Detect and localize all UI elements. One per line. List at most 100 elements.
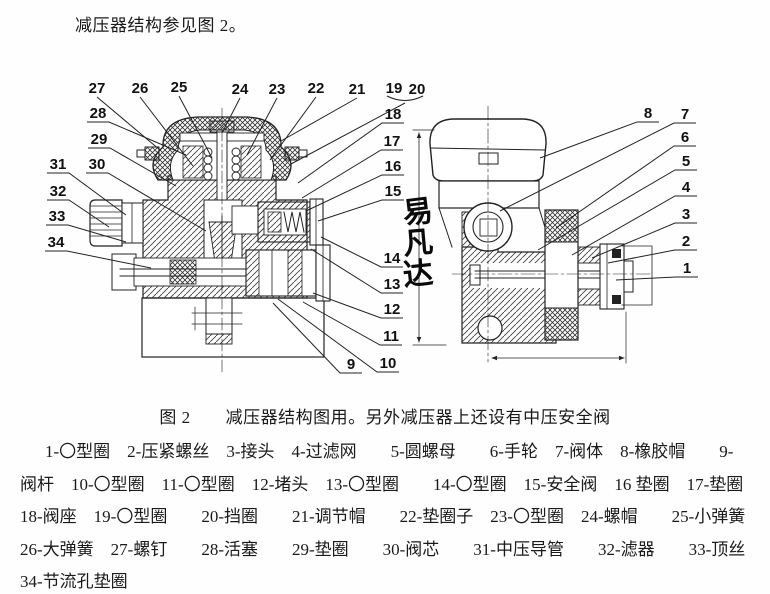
callout-14: 14 bbox=[320, 236, 403, 268]
figure-pressure-reducer-diagram: 易 凡 达 2726252423222119201817161514131211… bbox=[45, 79, 698, 374]
legend-line: 阀杆 10-〇型圈 11-〇型圈 12-堵头 13-〇型圈 14-〇型圈 15-… bbox=[20, 474, 744, 494]
left-ear bbox=[144, 146, 160, 161]
callout-25: 25 bbox=[171, 79, 213, 159]
callout-number: 14 bbox=[384, 250, 401, 267]
callout-number: 1 bbox=[683, 260, 691, 277]
housing-tab bbox=[478, 152, 499, 165]
o-ring-top bbox=[612, 249, 621, 258]
callout-number: 10 bbox=[380, 355, 397, 372]
callout-30: 30 bbox=[86, 156, 207, 232]
callout-number: 25 bbox=[171, 79, 188, 96]
callout-number: 24 bbox=[232, 81, 249, 98]
callout-21: 21 bbox=[280, 81, 366, 142]
callout-number: 21 bbox=[349, 81, 366, 98]
callout-3: 3 bbox=[591, 206, 697, 259]
callout-18: 18 bbox=[297, 106, 404, 184]
callout-number: 19 bbox=[386, 80, 403, 97]
callout-2: 2 bbox=[607, 233, 697, 264]
callout-9: 9 bbox=[272, 302, 362, 374]
throttle-plug bbox=[169, 259, 197, 285]
spring-coils bbox=[203, 147, 241, 181]
callout-number: 13 bbox=[384, 276, 401, 293]
callout-number: 30 bbox=[89, 156, 106, 173]
knurled-connector bbox=[89, 199, 123, 247]
callout-number: 12 bbox=[384, 301, 401, 318]
callout-13: 13 bbox=[310, 248, 403, 294]
callout-number: 8 bbox=[644, 105, 652, 122]
callout-number: 7 bbox=[681, 106, 689, 123]
callout-number: 9 bbox=[347, 356, 355, 373]
callout-number: 11 bbox=[383, 328, 399, 345]
callout-34: 34 bbox=[45, 234, 152, 269]
callout-number: 34 bbox=[48, 234, 65, 251]
callout-7: 7 bbox=[499, 106, 696, 212]
callout-number: 26 bbox=[132, 80, 149, 97]
callout-number: 32 bbox=[50, 183, 67, 200]
callout-number: 17 bbox=[384, 133, 401, 150]
bottom-stem bbox=[205, 297, 233, 335]
callout-6: 6 bbox=[555, 129, 696, 229]
callout-number: 29 bbox=[91, 131, 108, 148]
legend-line: 34-节流孔垫圈 bbox=[20, 572, 128, 591]
callout-number: 22 bbox=[308, 80, 325, 97]
callout-number: 28 bbox=[90, 105, 107, 122]
callout-number: 3 bbox=[682, 206, 690, 223]
safety-valve-seat bbox=[231, 205, 259, 235]
callout-28: 28 bbox=[87, 105, 187, 156]
callout-27: 27 bbox=[89, 80, 161, 151]
o-ring-bottom bbox=[612, 295, 621, 304]
callout-20: 20 bbox=[409, 81, 426, 98]
callout-number: 4 bbox=[682, 179, 691, 196]
callout-31: 31 bbox=[47, 156, 127, 216]
callout-32: 32 bbox=[47, 183, 110, 228]
callout-5: 5 bbox=[537, 153, 697, 251]
stack-nut-bottom bbox=[577, 288, 601, 306]
callout-number: 18 bbox=[385, 106, 402, 123]
callout-number: 15 bbox=[385, 183, 402, 200]
inner-block-left bbox=[182, 145, 204, 179]
callout-number: 16 bbox=[385, 158, 402, 175]
intro-text: 减压器结构参见图 2。 bbox=[75, 16, 247, 35]
callout-16: 16 bbox=[305, 158, 404, 212]
callout-15: 15 bbox=[317, 183, 404, 222]
valve-body-block bbox=[461, 246, 557, 344]
end-piece bbox=[623, 260, 634, 293]
right-ear-screw bbox=[298, 149, 308, 158]
legend-line: 26-大弹簧 27-螺钉 28-活塞 29-垫圈 30-阀芯 31-中压导管 3… bbox=[20, 539, 746, 559]
callout-number: 33 bbox=[49, 208, 66, 225]
right-ear bbox=[284, 146, 300, 161]
callout-number: 5 bbox=[682, 153, 690, 170]
left-view-base bbox=[141, 297, 325, 358]
left-section-view bbox=[89, 107, 331, 373]
legend-line: 18-阀座 19-〇型圈 20-挡圈 21-调节帽 22-垫圈子 23-〇型圈 … bbox=[20, 507, 746, 526]
callout-number: 6 bbox=[681, 129, 689, 146]
callout-8: 8 bbox=[539, 105, 659, 159]
callout-number: 27 bbox=[89, 80, 106, 97]
watermark-char: 易 bbox=[401, 194, 435, 230]
parts-legend: 1-〇型圈 2-压紧螺丝 3-接头 4-过滤网 5-圆螺母 6-手轮 7-阀体 … bbox=[20, 436, 760, 594]
callout-29: 29 bbox=[88, 131, 177, 187]
callout-number: 23 bbox=[269, 81, 286, 98]
dimension-lines bbox=[412, 129, 627, 364]
watermark: 易 凡 达 bbox=[401, 194, 435, 292]
callout-number: 2 bbox=[682, 233, 690, 250]
callout-number: 31 bbox=[50, 156, 67, 173]
callout-1: 1 bbox=[615, 260, 698, 281]
legend-line: 1-〇型圈 2-压紧螺丝 3-接头 4-过滤网 5-圆螺母 6-手轮 7-阀体 … bbox=[45, 442, 734, 461]
watermark-char: 凡 bbox=[402, 226, 435, 261]
callout-23: 23 bbox=[246, 81, 286, 156]
callout-12: 12 bbox=[312, 292, 403, 319]
callout-19: 19 bbox=[290, 80, 424, 165]
safety-valve-spring bbox=[283, 211, 305, 233]
watermark-char: 达 bbox=[401, 257, 434, 293]
callout-22: 22 bbox=[269, 80, 325, 161]
callout-33: 33 bbox=[46, 208, 127, 243]
callout-10: 10 bbox=[277, 298, 399, 373]
inner-block-right bbox=[240, 145, 262, 179]
right-section-view bbox=[412, 105, 653, 364]
callout-11: 11 bbox=[302, 301, 402, 346]
callout-17: 17 bbox=[301, 133, 403, 199]
figure-caption: 图 2 减压器结构图用。另外减压器上还设有中压安全阀 bbox=[159, 408, 611, 427]
